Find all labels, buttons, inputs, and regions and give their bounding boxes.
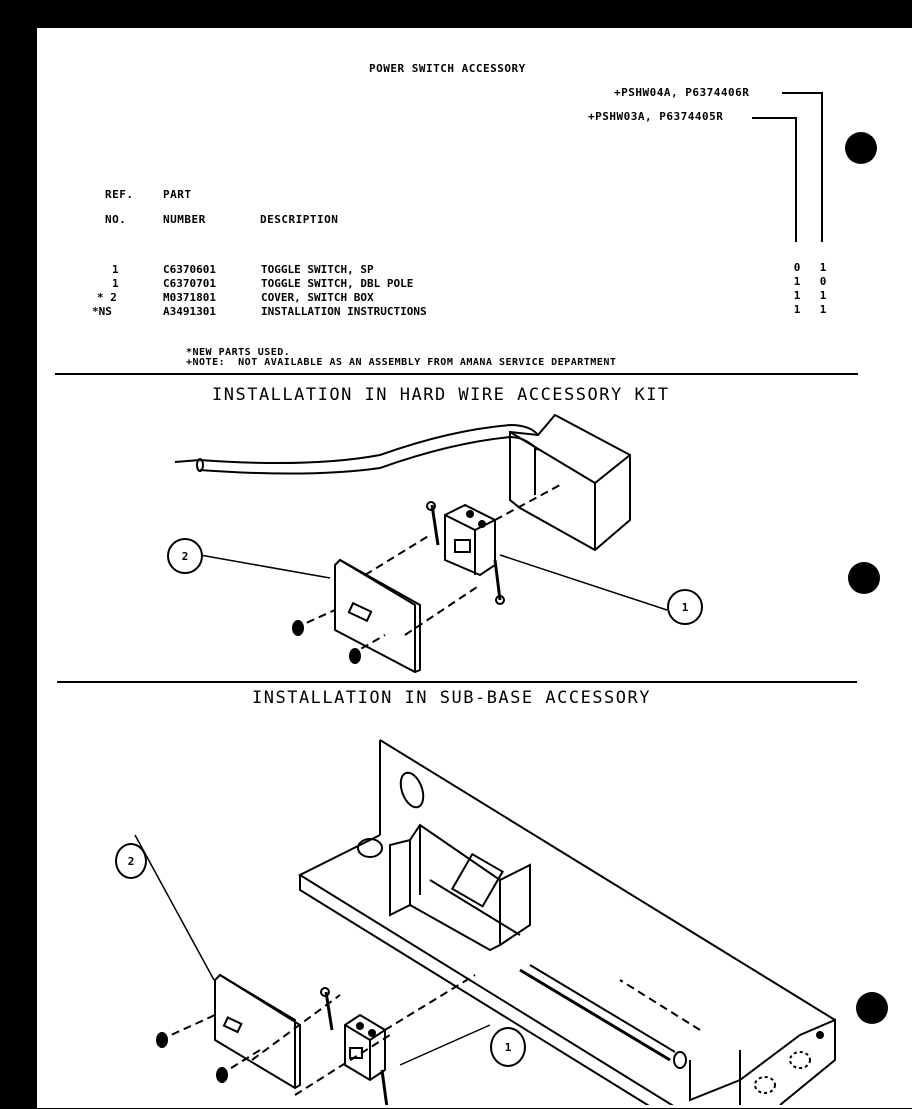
ref-cell: * 2 bbox=[97, 291, 117, 304]
punch-hole-top bbox=[845, 132, 877, 164]
part-number-cell: C6370601 bbox=[163, 263, 216, 276]
description-cell: INSTALLATION INSTRUCTIONS bbox=[261, 305, 427, 318]
header-part-number-2: NUMBER bbox=[163, 213, 206, 226]
qty-pshw04a: 1 bbox=[819, 261, 827, 274]
part-number-cell: M0371801 bbox=[163, 291, 216, 304]
header-description: DESCRIPTION bbox=[260, 213, 339, 226]
punch-hole-middle bbox=[848, 562, 880, 594]
part-number-cell: A3491301 bbox=[163, 305, 216, 318]
note-new-parts: *NEW PARTS USED. bbox=[186, 347, 291, 358]
divider-middle bbox=[57, 681, 857, 683]
header-ref-no-2: NO. bbox=[105, 213, 127, 226]
callout-2-hard-wire: 2 bbox=[167, 538, 203, 574]
sub-base-accessory-diagram bbox=[134, 739, 836, 1105]
model-leader-v1 bbox=[821, 92, 823, 242]
qty-pshw03a: 1 bbox=[793, 289, 801, 302]
callout-label: 2 bbox=[127, 854, 135, 868]
ref-cell: *NS bbox=[92, 305, 112, 318]
qty-pshw04a: 0 bbox=[819, 275, 827, 288]
part-number-cell: C6370701 bbox=[163, 277, 216, 290]
description-cell: TOGGLE SWITCH, SP bbox=[261, 263, 374, 276]
callout-2-sub-base: 2 bbox=[115, 843, 147, 879]
model-leader-h2 bbox=[752, 117, 796, 119]
description-cell: TOGGLE SWITCH, DBL POLE bbox=[261, 277, 414, 290]
qty-pshw03a: 0 bbox=[793, 261, 801, 274]
header-part-number-1: PART bbox=[163, 188, 192, 201]
section-title-sub-base: INSTALLATION IN SUB-BASE ACCESSORY bbox=[252, 688, 651, 708]
section-title-hard-wire: INSTALLATION IN HARD WIRE ACCESSORY KIT bbox=[212, 385, 670, 405]
divider-top bbox=[55, 373, 858, 375]
hard-wire-kit-diagram bbox=[174, 413, 668, 674]
callout-label: 2 bbox=[181, 549, 189, 563]
model-label-pshw03a: +PSHW03A, P6374405R bbox=[588, 110, 724, 123]
note-not-available: +NOTE: NOT AVAILABLE AS AN ASSEMBLY FROM… bbox=[186, 357, 617, 368]
punch-hole-bottom bbox=[856, 992, 888, 1024]
qty-pshw04a: 1 bbox=[819, 289, 827, 302]
qty-pshw03a: 1 bbox=[793, 275, 801, 288]
callout-1-hard-wire: 1 bbox=[667, 589, 703, 625]
qty-pshw03a: 1 bbox=[793, 303, 801, 316]
page-title: POWER SWITCH ACCESSORY bbox=[369, 62, 526, 75]
callout-1-sub-base: 1 bbox=[490, 1027, 526, 1067]
header-ref-no-1: REF. bbox=[105, 188, 134, 201]
callout-label: 1 bbox=[681, 600, 689, 614]
model-leader-v2 bbox=[795, 117, 797, 242]
qty-pshw04a: 1 bbox=[819, 303, 827, 316]
model-leader-h1 bbox=[782, 92, 822, 94]
model-label-pshw04a: +PSHW04A, P6374406R bbox=[614, 86, 750, 99]
ref-cell: 1 bbox=[112, 263, 119, 276]
ref-cell: 1 bbox=[112, 277, 119, 290]
description-cell: COVER, SWITCH BOX bbox=[261, 291, 374, 304]
callout-label: 1 bbox=[504, 1040, 512, 1054]
